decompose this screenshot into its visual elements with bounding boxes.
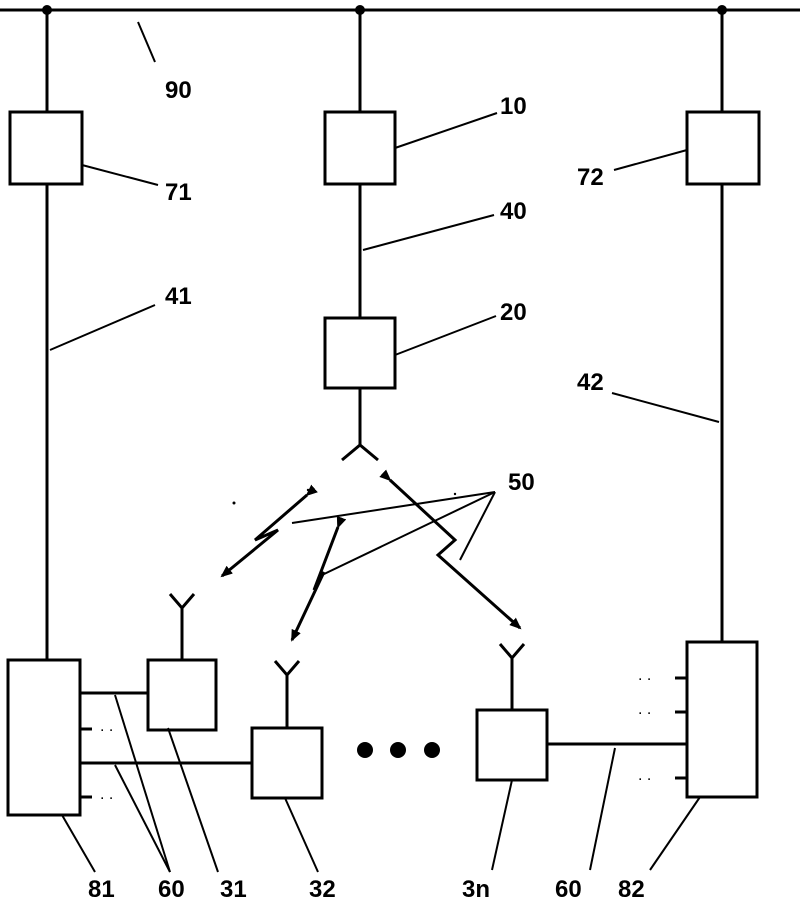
ellipsis-81-b: . . bbox=[100, 786, 113, 803]
ellipsis-81-a: . . bbox=[100, 718, 113, 735]
box-3n bbox=[477, 710, 547, 780]
speck-1 bbox=[233, 502, 236, 505]
leader-10 bbox=[395, 113, 497, 148]
speck-2 bbox=[307, 489, 309, 491]
leader-20 bbox=[395, 316, 496, 355]
leader-82 bbox=[650, 797, 700, 870]
radio-link-3n bbox=[390, 480, 520, 628]
label-32: 32 bbox=[309, 876, 336, 903]
antenna-3n-icon bbox=[500, 644, 524, 658]
leader-72 bbox=[614, 150, 687, 170]
leader-41 bbox=[50, 305, 155, 350]
label-50: 50 bbox=[508, 469, 535, 496]
label-20: 20 bbox=[500, 299, 527, 326]
label-72: 72 bbox=[577, 164, 604, 191]
leader-31 bbox=[168, 728, 218, 872]
label-41: 41 bbox=[165, 283, 192, 310]
dot-1 bbox=[357, 742, 373, 758]
label-81: 81 bbox=[88, 876, 115, 903]
ellipsis-82-a: . . bbox=[638, 667, 651, 684]
bus-leader bbox=[138, 22, 155, 62]
box-82 bbox=[687, 642, 757, 797]
speck-3 bbox=[454, 493, 456, 495]
box-71 bbox=[10, 112, 82, 184]
label-82: 82 bbox=[618, 876, 645, 903]
leader-42 bbox=[612, 393, 719, 422]
box-10 bbox=[325, 112, 395, 184]
leader-71 bbox=[82, 165, 158, 185]
radio-link-32 bbox=[292, 527, 338, 640]
antenna-31-icon bbox=[170, 594, 194, 608]
label-31: 31 bbox=[220, 876, 247, 903]
antenna-20-icon bbox=[342, 445, 378, 460]
box-31 bbox=[148, 660, 216, 730]
box-72 bbox=[687, 112, 759, 184]
dot-3 bbox=[424, 742, 440, 758]
label-10: 10 bbox=[500, 93, 527, 120]
leader-3n bbox=[492, 780, 512, 870]
dot-2 bbox=[390, 742, 406, 758]
label-40: 40 bbox=[500, 198, 527, 225]
box-81 bbox=[8, 660, 80, 815]
ellipsis-82-b: . . bbox=[638, 701, 651, 718]
box-32 bbox=[252, 728, 322, 798]
label-3n: 3n bbox=[462, 876, 490, 903]
box-20 bbox=[325, 318, 395, 388]
label-42: 42 bbox=[577, 369, 604, 396]
leader-50-c bbox=[460, 492, 495, 560]
leader-60-right bbox=[590, 748, 615, 870]
ellipsis-82-c: . . bbox=[638, 767, 651, 784]
label-90: 90 bbox=[165, 77, 192, 104]
leader-32 bbox=[285, 798, 318, 872]
radio-link-31 bbox=[222, 495, 307, 576]
label-60-left: 60 bbox=[158, 876, 185, 903]
label-60-right: 60 bbox=[555, 876, 582, 903]
antenna-32-icon bbox=[275, 661, 299, 675]
label-71: 71 bbox=[165, 179, 192, 206]
leader-40 bbox=[363, 215, 494, 250]
leader-81 bbox=[62, 815, 95, 872]
